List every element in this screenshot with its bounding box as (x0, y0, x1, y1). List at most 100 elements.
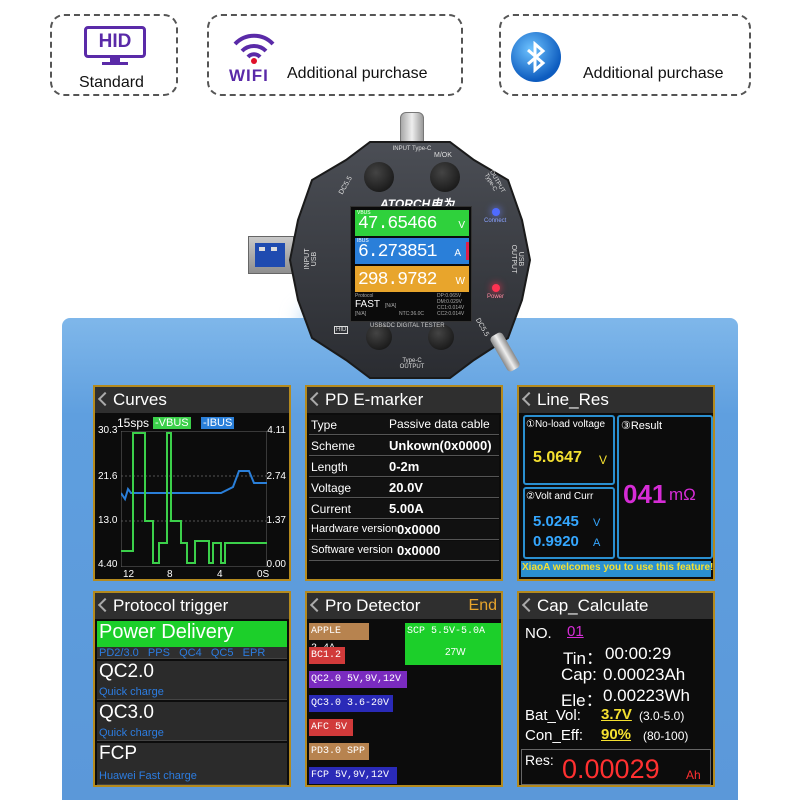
protocol-item-title: Power Delivery (99, 621, 234, 643)
wifi-icon-text: WIFI (229, 66, 269, 85)
typec-output-bottom-label: Type-C OUTPUT (399, 358, 425, 370)
mok-button[interactable] (430, 162, 460, 192)
detector-scp-box: SCP 5.5V-5.0A 27W (405, 623, 501, 665)
curves-x-3: 0S (257, 569, 270, 580)
right-bottom-button[interactable] (428, 324, 454, 350)
noload-box: ①No-load voltage 5.0647 V (523, 415, 615, 485)
return-button[interactable] (364, 162, 394, 192)
protocol-item-sub: Quick charge (99, 686, 164, 698)
power-label: Power (487, 294, 505, 300)
wifi-icon (231, 30, 277, 64)
typec-input-label: INPUT Type-C (392, 146, 432, 152)
ntc-value: NTC:36.0C (399, 311, 425, 317)
protocol-item-sub: Quick charge (99, 727, 164, 739)
protocol-item-title: FCP (99, 743, 137, 764)
pd-value: 5.00A (389, 501, 424, 516)
lineres-footer-text: XiaoA welcomes you to use this feature! (522, 562, 714, 573)
protocol-item-qc2[interactable]: QC2.0 Quick charge (97, 661, 287, 700)
pd-key: Voltage (311, 481, 352, 495)
pd-value: 0x0000 (397, 543, 441, 558)
cap-res-label: Res: (525, 752, 554, 768)
ibus-value: 6.273851 (358, 242, 437, 262)
protocol-na2: [N/A] (355, 311, 367, 317)
cap-res-unit: Ah (686, 768, 701, 782)
dp-value: DP:0.065V (437, 293, 462, 299)
hid-icon-text: HID (98, 31, 132, 52)
curves-x-0: 12 (123, 569, 135, 580)
pd-value: 0-2m (389, 459, 420, 474)
pro-detector-panel: Pro Detector End APPLE 2.4A BC1.2 QC2.0 … (305, 591, 503, 787)
protocol-trigger-panel: Protocol trigger Power Delivery PD2/3.0 … (93, 591, 291, 787)
curves-yl-0: 30.3 (98, 425, 118, 436)
power-led (492, 284, 500, 292)
detector-item-bc12: BC1.2 (309, 647, 345, 664)
protocol-value: FAST (355, 299, 381, 310)
vbus-row: VBUS 47.65466 V (355, 210, 469, 236)
curves-panel: Curves 15sps -VBUS -IBUS 30.3 21.6 13.0 … (93, 385, 291, 581)
lineres-footer: XiaoA welcomes you to use this feature! (521, 561, 714, 577)
pd-title: PD E-marker (307, 387, 501, 413)
cap-no-value: 01 (567, 623, 584, 640)
cc2-value: CC2:0.014V (437, 311, 465, 317)
left-bottom-button[interactable] (366, 324, 392, 350)
noload-value: 5.0647 (533, 449, 582, 466)
protocol-item-qc3[interactable]: QC3.0 Quick charge (97, 702, 287, 741)
cc1-value: CC1:0.014V (437, 305, 465, 311)
protocol-na1: [N/A] (385, 303, 397, 309)
pd-key: Scheme (311, 439, 356, 453)
ibus-line (121, 470, 267, 502)
connect-label: Connect (484, 218, 507, 224)
cap-cap-label: Cap: (561, 665, 597, 684)
cap-con-range: (80-100) (643, 729, 689, 743)
pd-key: Length (311, 460, 348, 474)
result-value: 041 (623, 479, 667, 509)
cap-res-box: Res: 0.00029 Ah (521, 749, 711, 785)
wifi-label: Additional purchase (287, 65, 428, 82)
cap-bat-value: 3.7V (601, 706, 632, 723)
protocol-item-fcp[interactable]: FCP Huawei Fast charge (97, 743, 287, 785)
bluetooth-badge: Additional purchase (499, 14, 751, 96)
protocol-title: Protocol trigger (95, 593, 289, 619)
protocol-item-pd[interactable]: Power Delivery PD2/3.0 PPS QC4 QC5 EPR (97, 621, 287, 659)
curves-yr-1: 2.74 (266, 471, 286, 482)
vbus-label: VBUS (357, 210, 371, 216)
typec-top-plug (400, 112, 424, 146)
pd-key: Software version (311, 544, 393, 556)
hid-monitor-icon: HID (84, 26, 146, 66)
pd-row-length: Length 0-2m (309, 457, 499, 477)
result-label: ③Result (621, 420, 663, 432)
cap-res-value: 0.00029 (562, 754, 660, 784)
hid-button-label: HID (334, 326, 349, 334)
result-box: ③Result 041 mΩ (617, 415, 713, 559)
input-usb-label: INPUT USB (304, 248, 318, 270)
protocol-item-title: QC2.0 (99, 661, 154, 682)
protocol-item-sub: Huawei Fast charge (99, 770, 197, 782)
cap-ele-label: Ele： (561, 691, 603, 710)
pd-value: 0x0000 (397, 522, 441, 537)
curves-plot (121, 431, 267, 567)
detector-title: Pro Detector (307, 593, 501, 619)
volt-unit: V (593, 517, 601, 529)
detector-item-qc30: QC3.0 3.6-20V (309, 695, 393, 712)
detector-item-apple: APPLE 2.4A (309, 623, 369, 654)
noload-label: ①No-load voltage (526, 419, 606, 430)
mok-label: M/OK (434, 152, 452, 159)
detector-item-fcp: FCP 5V,9V,12V (309, 767, 397, 784)
output-usb-label: USB OUTPUT (510, 244, 524, 274)
curves-x-1: 8 (167, 569, 173, 580)
ibus-row: IBUS 6.273851 A (355, 238, 469, 264)
power-row: 298.9782 W (355, 266, 469, 292)
curr-unit: A (593, 537, 601, 549)
connect-led (492, 208, 500, 216)
line-res-panel: Line_Res ①No-load voltage 5.0647 V ③Resu… (517, 385, 715, 581)
pd-row-software: Software version 0x0000 (309, 541, 499, 561)
cap-tin-label: Tin： (563, 649, 603, 668)
cap-title: Cap_Calculate (519, 593, 713, 619)
curves-ibus-tag: -IBUS (201, 417, 235, 429)
lineres-title: Line_Res (519, 387, 713, 413)
cap-bat-label: Bat_Vol: (525, 707, 581, 724)
